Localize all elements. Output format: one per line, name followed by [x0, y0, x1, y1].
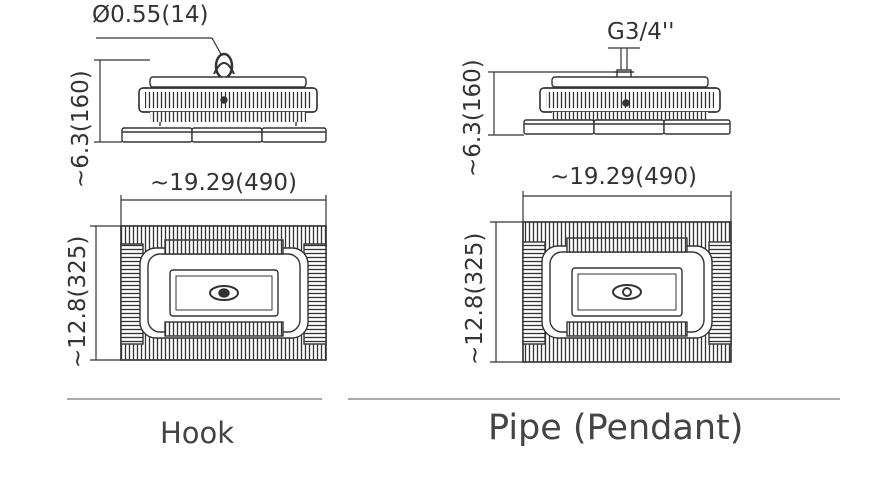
pendant-top-view: [522, 221, 732, 363]
pendant-width-label: ~19.29(490): [550, 164, 697, 190]
hook-top-view: [120, 225, 327, 361]
hook-side-view: [96, 37, 327, 143]
pendant-side-view: [523, 47, 731, 135]
pendant-width-dimension: [522, 191, 732, 222]
hook-depth-dimension: [90, 225, 121, 361]
pendant-height-label: ~6.3(160): [460, 59, 486, 177]
hook-depth-label: ~12.8(325): [65, 235, 91, 368]
hook-height-label: ~6.3(160): [68, 70, 94, 188]
hook-width-dimension: [120, 195, 327, 226]
pendant-caption: Pipe (Pendant): [488, 408, 744, 448]
pendant-depth-dimension: [490, 221, 523, 363]
pendant-depth-label: ~12.8(325): [462, 232, 488, 365]
hook-diameter-label: Ø0.55(14): [92, 2, 209, 28]
hook-height-dimension: [94, 59, 150, 143]
pendant-height-dimension: [488, 71, 614, 136]
hook-caption: Hook: [160, 416, 235, 450]
pendant-thread-label: G3/4'': [607, 19, 675, 45]
hook-width-label: ~19.29(490): [150, 170, 297, 196]
